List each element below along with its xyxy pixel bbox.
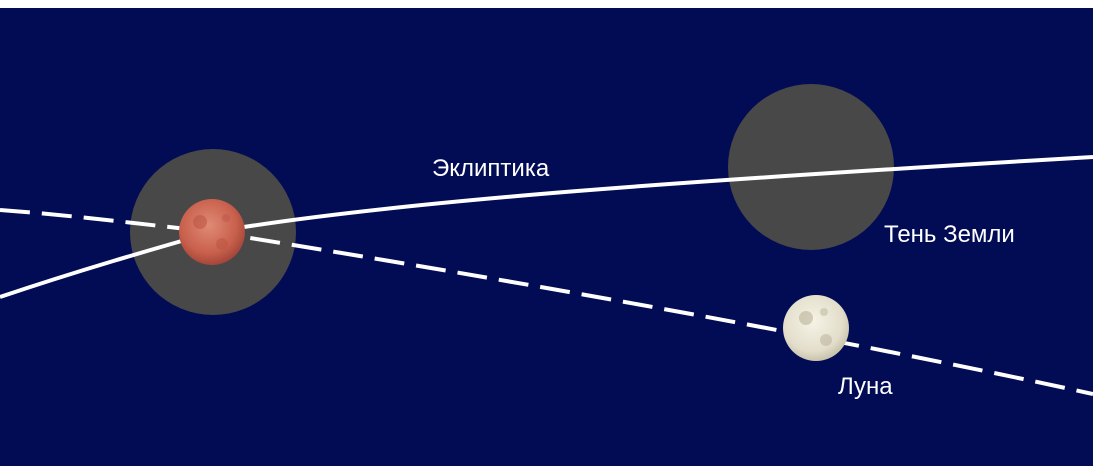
full-moon <box>783 295 849 361</box>
ecliptic-line <box>0 155 1093 299</box>
ecliptic-label: Эклиптика <box>432 155 550 182</box>
moon-label: Луна <box>838 373 893 400</box>
moon-orbit-line <box>0 208 1093 396</box>
eclipsed-moon <box>179 199 245 265</box>
earth-shadow <box>728 84 894 250</box>
earth-shadow-label: Тень Земли <box>884 221 1015 248</box>
